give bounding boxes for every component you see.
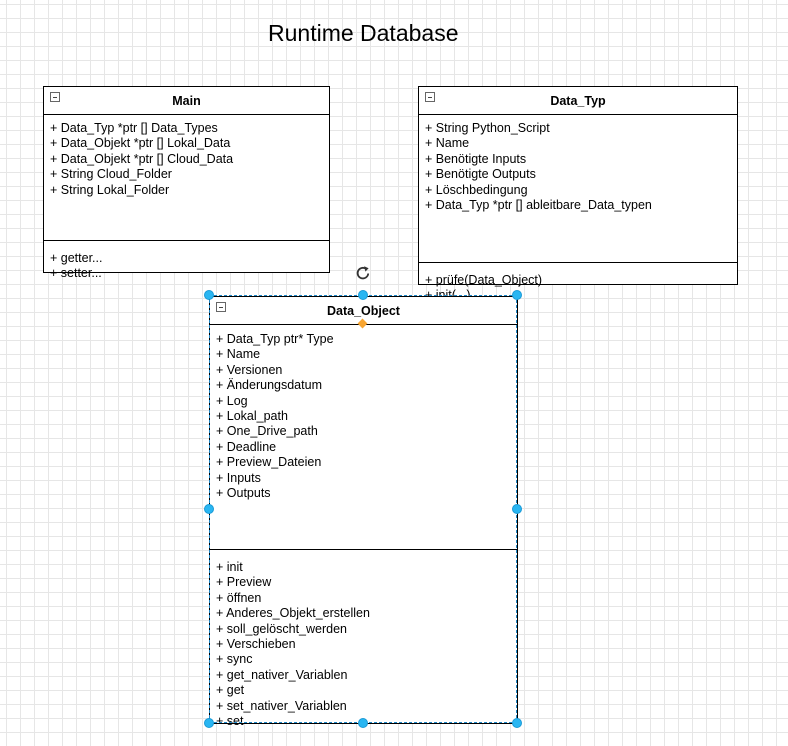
attribute-item[interactable]: + Benötigte Inputs [425, 151, 527, 166]
operation-item[interactable]: + get [216, 683, 245, 698]
attributes-section[interactable]: + String Python_Script+ Name+ Benötigte … [419, 115, 737, 263]
resize-handle-ne[interactable] [512, 290, 522, 300]
attribute-item[interactable]: + String Cloud_Folder [50, 167, 172, 182]
attribute-item[interactable]: + Lokal_path [216, 408, 288, 423]
resize-handle-s[interactable] [358, 718, 368, 728]
rotate-icon[interactable] [353, 263, 373, 283]
attribute-item[interactable]: + String Lokal_Folder [50, 182, 170, 197]
collapse-icon[interactable] [50, 92, 60, 102]
operation-item[interactable]: + öffnen [216, 590, 262, 605]
resize-handle-nw[interactable] [204, 290, 214, 300]
operation-item[interactable]: + soll_gelöscht_werden [216, 621, 347, 636]
attribute-item[interactable]: + Outputs [216, 485, 271, 500]
operations-section[interactable]: + init+ Preview+ öffnen+ Anderes_Objekt_… [210, 550, 517, 729]
diagram-title[interactable]: Runtime Database [268, 20, 459, 46]
resize-handle-se[interactable] [512, 718, 522, 728]
class-data-typ[interactable]: Data_Typ + String Python_Script+ Name+ B… [418, 86, 738, 302]
class-main[interactable]: Main + Data_Typ *ptr [] Data_Types+ Data… [43, 86, 330, 280]
operation-item[interactable]: + Anderes_Objekt_erstellen [216, 606, 370, 621]
operation-item[interactable]: + set_nativer_Variablen [216, 698, 347, 713]
operation-item[interactable]: + prüfe(Data_Object) [425, 273, 543, 287]
resize-handle-n[interactable] [358, 290, 368, 300]
operations-section[interactable]: + getter...+ setter... [44, 241, 329, 282]
operation-item[interactable]: + Preview [216, 575, 272, 590]
class-name: Main [172, 94, 201, 108]
operation-item[interactable]: + setter... [50, 266, 102, 281]
attribute-item[interactable]: + Preview_Dateien [216, 455, 322, 470]
class-name: Data_Object [327, 304, 400, 318]
collapse-icon[interactable] [216, 302, 226, 312]
class-header[interactable]: Data_Typ [419, 87, 737, 115]
resize-handle-e[interactable] [512, 504, 522, 514]
operation-item[interactable]: + set [216, 713, 244, 728]
class-data-object[interactable]: Data_Object + Data_Typ ptr* Type+ Name+ … [209, 296, 518, 728]
attribute-item[interactable]: + Data_Objekt *ptr [] Lokal_Data [50, 136, 231, 151]
attribute-item[interactable]: + Name [216, 347, 261, 362]
operation-item[interactable]: + Verschieben [216, 636, 296, 651]
class-header[interactable]: Main [44, 87, 329, 115]
attribute-item[interactable]: + One_Drive_path [216, 424, 318, 439]
attribute-item[interactable]: + Log [216, 393, 248, 408]
collapse-icon[interactable] [425, 92, 435, 102]
attribute-item[interactable]: + Data_Typ *ptr [] Data_Types [50, 121, 218, 135]
operation-item[interactable]: + init [216, 560, 243, 574]
attribute-item[interactable]: + String Python_Script [425, 121, 550, 135]
attribute-item[interactable]: + Data_Typ *ptr [] ableitbare_Data_typen [425, 197, 652, 212]
attribute-item[interactable]: + Löschbedingung [425, 182, 528, 197]
attribute-item[interactable]: + Inputs [216, 470, 261, 485]
attribute-item[interactable]: + Deadline [216, 439, 277, 454]
attribute-item[interactable]: + Versionen [216, 362, 283, 377]
operation-item[interactable]: + sync [216, 652, 253, 667]
resize-handle-sw[interactable] [204, 718, 214, 728]
attribute-item[interactable]: + Benötigte Outputs [425, 167, 536, 182]
resize-handle-w[interactable] [204, 504, 214, 514]
attribute-item[interactable]: + Data_Objekt *ptr [] Cloud_Data [50, 151, 234, 166]
attributes-section[interactable]: + Data_Typ *ptr [] Data_Types+ Data_Obje… [44, 115, 329, 241]
class-name: Data_Typ [550, 94, 606, 108]
attribute-item[interactable]: + Name [425, 136, 470, 151]
attribute-item[interactable]: + Änderungsdatum [216, 378, 322, 393]
operation-item[interactable]: + get_nativer_Variablen [216, 667, 348, 682]
operation-item[interactable]: + getter... [50, 251, 103, 265]
attributes-section[interactable]: + Data_Typ ptr* Type+ Name+ Versionen+ Ä… [210, 325, 517, 550]
attribute-item[interactable]: + Data_Typ ptr* Type [216, 332, 334, 346]
